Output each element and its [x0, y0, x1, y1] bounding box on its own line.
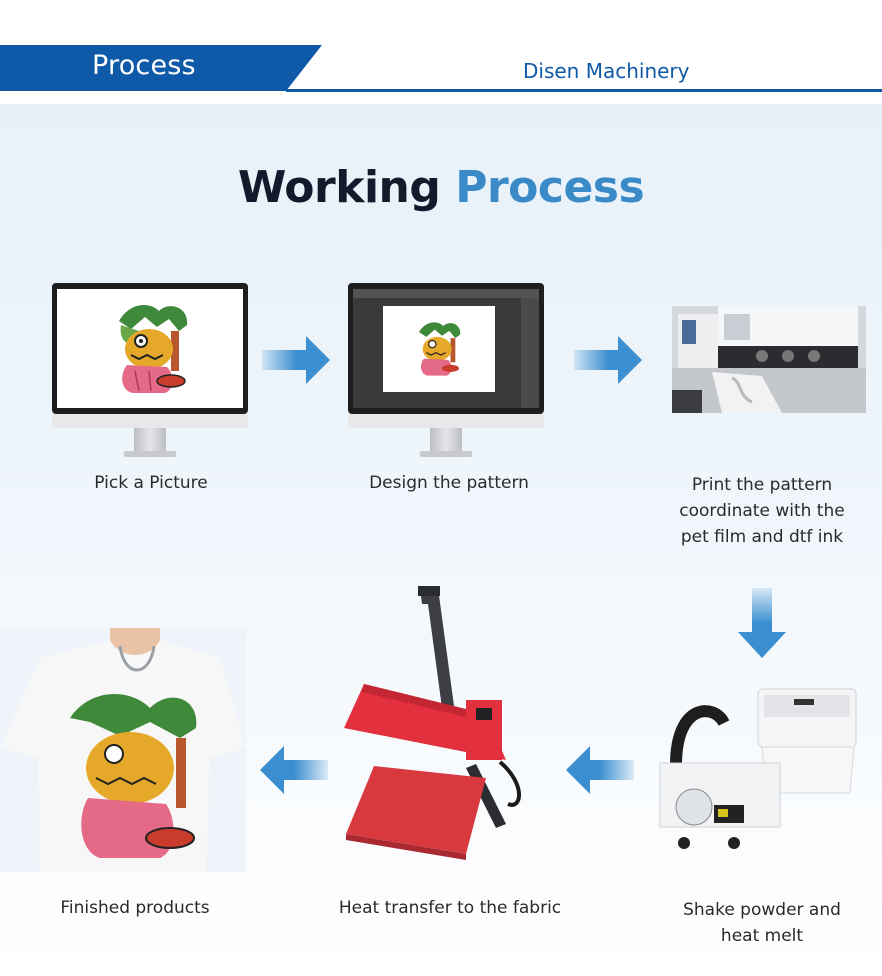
step-4-label-line-1: Shake powder and	[683, 900, 841, 920]
monster-artwork	[119, 305, 188, 393]
title-word-1: Working	[237, 162, 441, 213]
step-3-label-line-1: Print the pattern	[691, 475, 833, 495]
page-title: Working Process	[0, 162, 882, 213]
header-divider	[286, 89, 882, 92]
step-5-label: Heat transfer to the fabric	[338, 898, 562, 918]
arrow-right-icon	[574, 336, 642, 384]
arrow-down-icon	[738, 588, 786, 658]
step-4-label: Shake powder and heat melt	[664, 897, 860, 949]
step-1-label: Pick a Picture	[94, 473, 208, 493]
monster-artwork	[419, 322, 461, 376]
step-4-label-line-2: heat melt	[720, 926, 804, 946]
dtf-printer-photo	[672, 306, 866, 413]
section-title: Process	[92, 50, 196, 81]
monitor-step-1	[52, 283, 248, 459]
step-2-label: Design the pattern	[369, 473, 529, 493]
tshirt-photo	[0, 628, 246, 872]
step-6-label: Finished products	[60, 898, 210, 918]
powder-shaker-photo	[654, 683, 864, 853]
step-3-label-line-3: pet film and dtf ink	[680, 527, 844, 547]
brand-name: Disen Machinery	[523, 59, 690, 83]
arrow-left-icon	[566, 746, 634, 794]
title-word-2: Process	[455, 162, 645, 213]
heat-press-photo	[336, 584, 546, 864]
step-3-label: Print the pattern coordinate with the pe…	[660, 472, 864, 550]
arrow-left-icon	[260, 746, 328, 794]
monitor-step-2	[348, 283, 544, 459]
header-banner: Process Disen Machinery	[0, 45, 882, 92]
section-tab	[0, 45, 322, 91]
arrow-right-icon	[262, 336, 330, 384]
step-3-label-line-2: coordinate with the	[679, 501, 845, 521]
